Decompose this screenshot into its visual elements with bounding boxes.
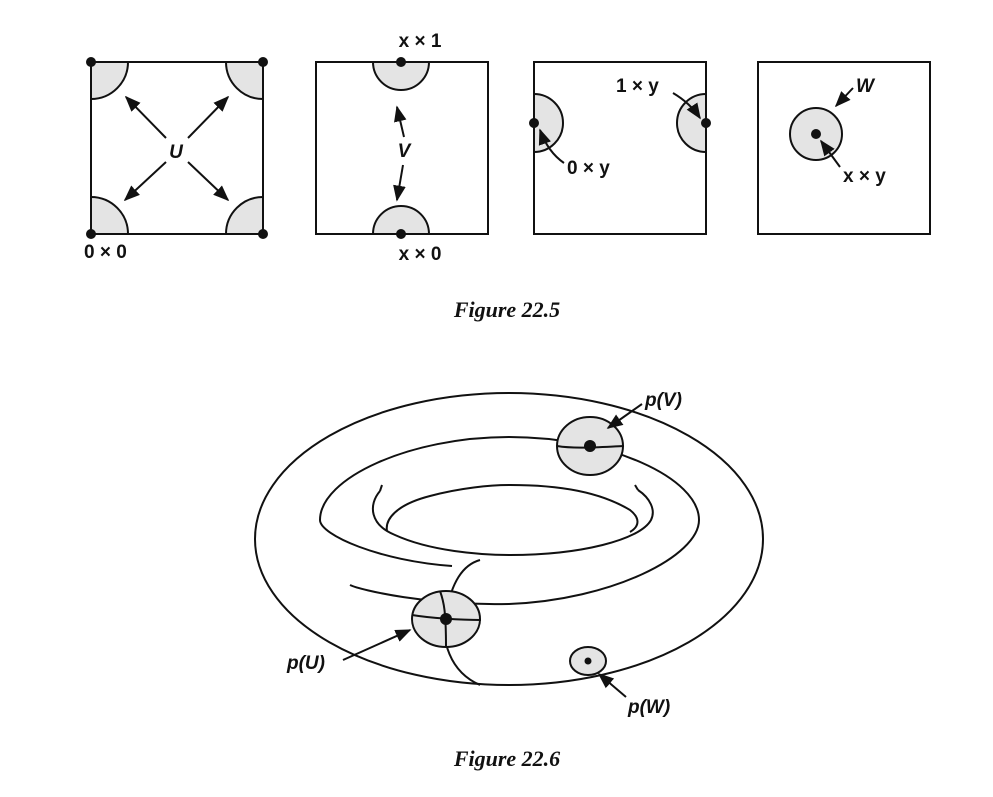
point-xy xyxy=(811,129,821,139)
arrow-pv xyxy=(606,403,643,429)
edge-dot xyxy=(396,57,406,67)
edge-shade-bottom xyxy=(372,205,430,234)
label-pv: p(V) xyxy=(644,390,682,411)
torus-hole-tick xyxy=(634,484,639,491)
panel-w: W x × y xyxy=(757,61,931,235)
arrow-u xyxy=(187,95,230,139)
label-xy: x × y xyxy=(843,166,886,187)
corner-shade-bl xyxy=(91,196,129,234)
edge-dot xyxy=(701,118,711,128)
caption-22-6: Figure 22.6 xyxy=(453,746,560,771)
arrow-v xyxy=(394,105,407,138)
arrow-w xyxy=(834,87,854,108)
meridian-through-pu xyxy=(439,590,447,648)
panel-v: V x × 1 x × 0 xyxy=(315,31,489,265)
arrow-u xyxy=(124,95,167,139)
torus-inner-outline xyxy=(318,435,701,606)
label-x1: x × 1 xyxy=(399,31,442,52)
edge-shade-top xyxy=(372,62,430,91)
arrow-u xyxy=(187,161,230,202)
square-frame xyxy=(90,61,264,235)
arrow-v xyxy=(393,164,406,202)
arrow-0y xyxy=(538,128,565,164)
corner-dot xyxy=(258,57,268,67)
corner-shade-tr xyxy=(225,62,263,100)
panel-edges: 0 × y 1 × y xyxy=(529,61,711,235)
torus: p(V) p(U) p(W) xyxy=(254,390,764,718)
caption-22-5: Figure 22.5 xyxy=(453,297,560,322)
edge-dot xyxy=(396,229,406,239)
label-1y: 1 × y xyxy=(616,76,659,97)
square-frame xyxy=(757,61,931,235)
label-0x0: 0 × 0 xyxy=(84,242,127,263)
corner-dot xyxy=(86,57,96,67)
label-v: V xyxy=(398,141,412,162)
corner-dot xyxy=(258,229,268,239)
label-w: W xyxy=(856,76,876,97)
label-0y: 0 × y xyxy=(567,158,610,179)
corner-shade-tl xyxy=(91,62,129,100)
torus-hole-lower xyxy=(372,489,654,557)
label-x0: x × 0 xyxy=(399,244,442,265)
arrow-1y xyxy=(672,92,701,120)
point-pw xyxy=(584,657,592,665)
panel-u: U 0 × 0 xyxy=(84,57,268,263)
corner-shade-br xyxy=(225,196,263,234)
arrow-u xyxy=(123,161,167,202)
arrow-xy xyxy=(820,139,841,168)
edge-dot xyxy=(529,118,539,128)
point-pv xyxy=(584,440,596,452)
arrow-pw xyxy=(597,672,627,698)
arrow-pu xyxy=(342,629,412,661)
point-pu xyxy=(440,613,452,625)
label-u: U xyxy=(169,142,184,163)
corner-dot xyxy=(86,229,96,239)
label-pw: p(W) xyxy=(627,697,670,718)
label-pu: p(U) xyxy=(286,653,325,674)
square-frame xyxy=(533,61,707,235)
torus-outer-outline xyxy=(254,392,764,686)
torus-hole-upper xyxy=(385,483,639,533)
torus-hole-tick xyxy=(379,484,383,492)
